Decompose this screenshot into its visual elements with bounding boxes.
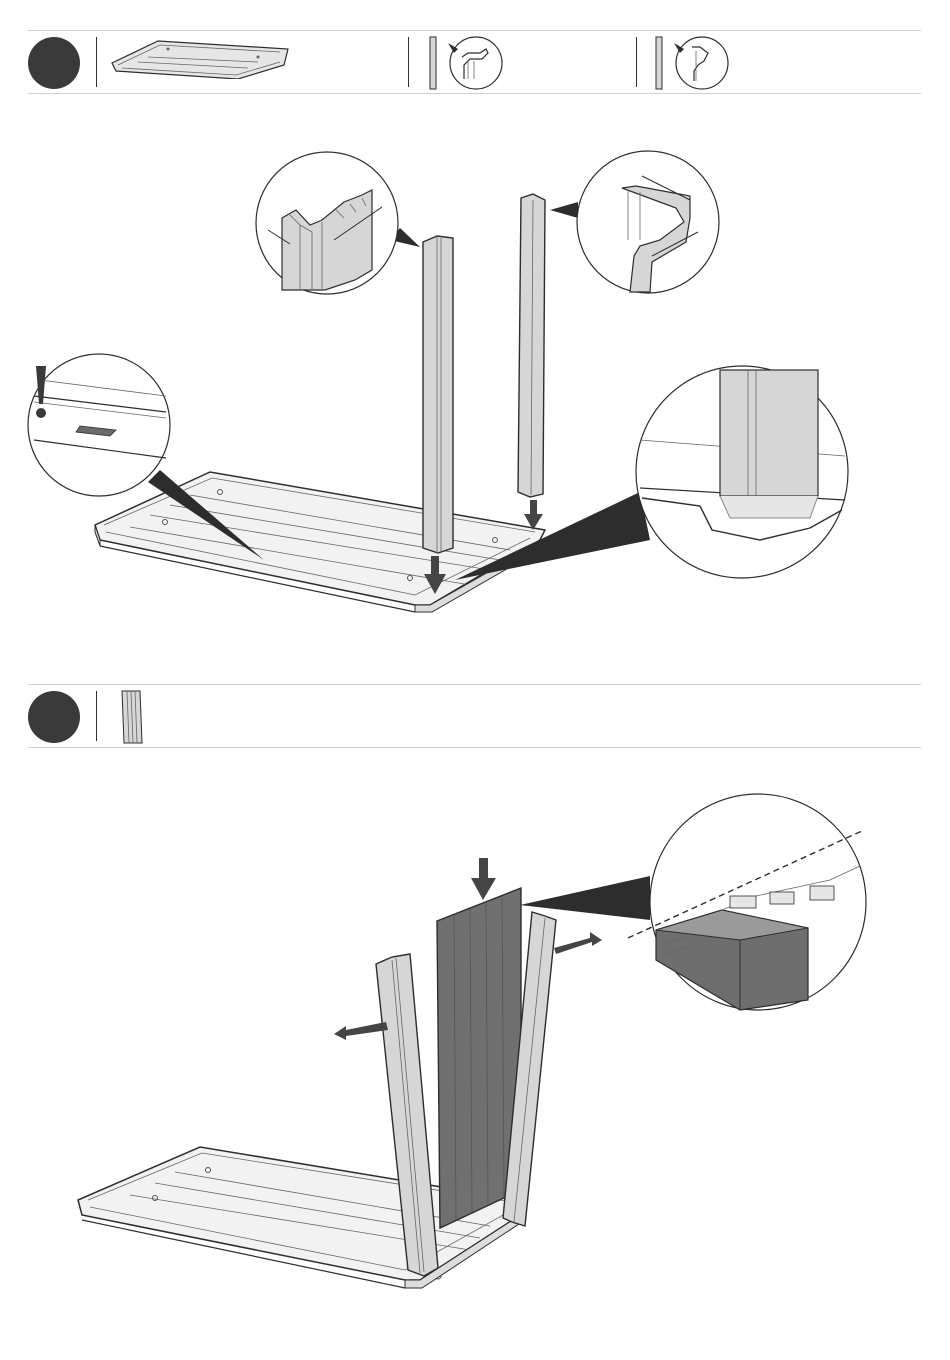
divider — [96, 691, 97, 741]
step-1-illustration — [0, 100, 950, 620]
step-1-parts-bar — [28, 30, 921, 94]
callout-panel-fit — [520, 794, 866, 1010]
step-2-parts-bar — [28, 684, 921, 748]
divider — [96, 37, 97, 87]
tabletop — [95, 472, 545, 612]
center-panel-thumbnail — [120, 689, 144, 745]
arrow-down-icon — [524, 500, 543, 530]
leg-panel-a-thumbnail — [424, 35, 534, 91]
arrow-left-icon — [334, 1022, 388, 1040]
leg-panel-a — [423, 236, 453, 553]
step-2-circle — [28, 691, 80, 743]
callout-leg-b-profile — [550, 151, 719, 293]
step-2-illustration — [0, 760, 950, 1320]
tabletop-thumbnail — [108, 35, 293, 79]
arrow-down-icon — [471, 858, 496, 900]
arrow-right-icon — [554, 932, 602, 954]
leg-panel-b-thumbnail — [652, 35, 762, 91]
leg-panel-b — [518, 194, 545, 497]
step-1-circle — [28, 37, 80, 89]
callout-leg-a-profile — [256, 152, 420, 294]
divider — [408, 37, 409, 87]
divider — [636, 37, 637, 87]
